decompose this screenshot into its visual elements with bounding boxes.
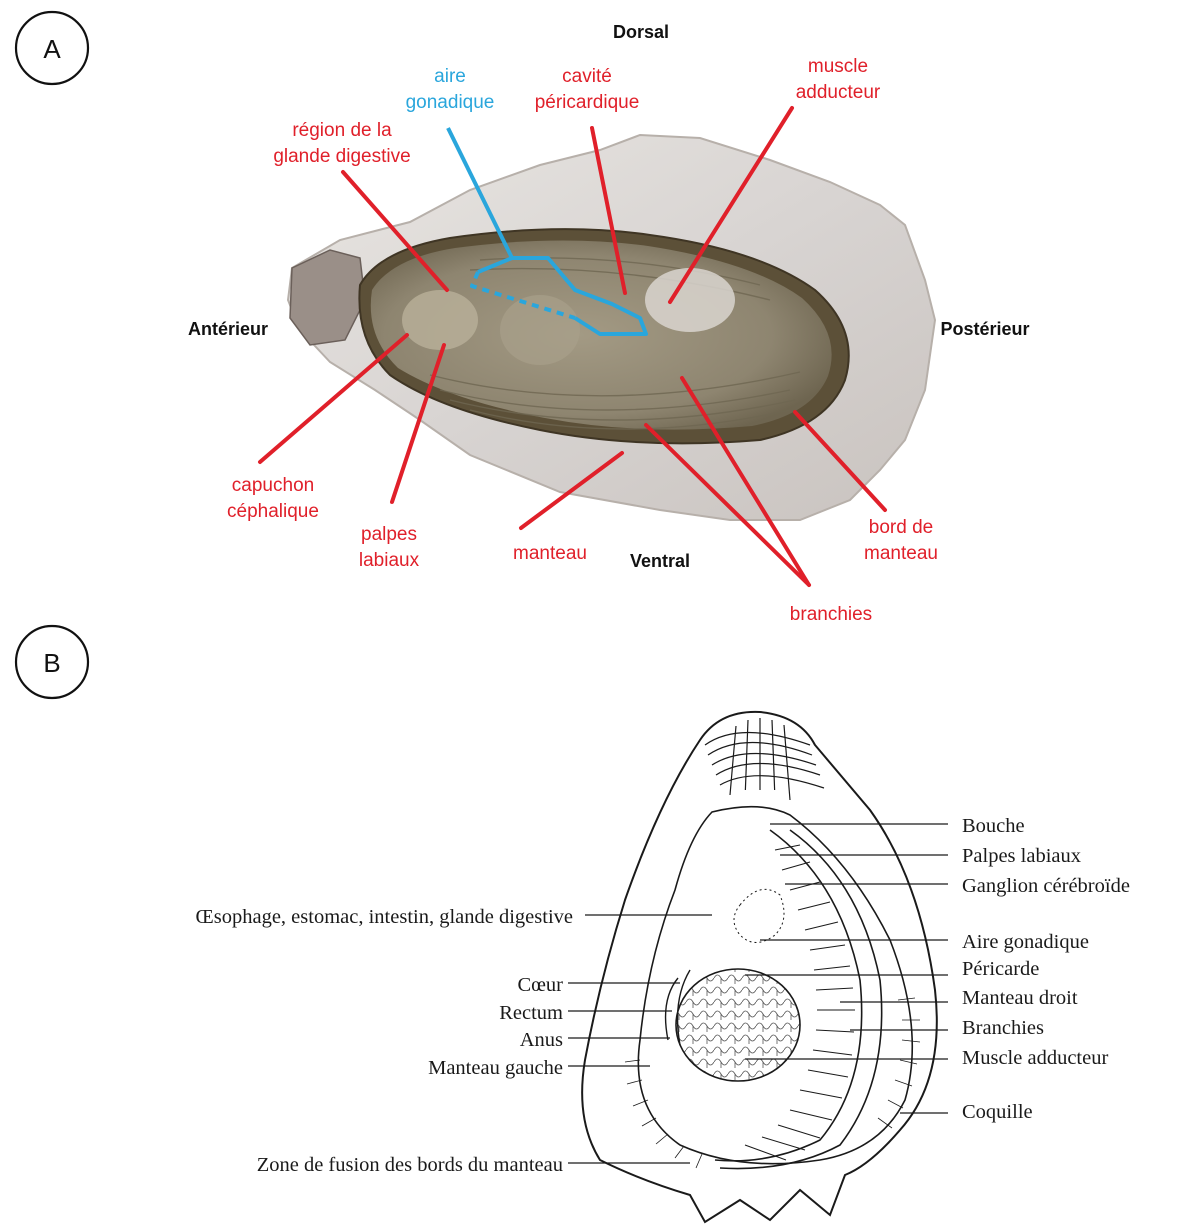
label-mantle-edge-2: manteau [864, 543, 938, 564]
label-right-mantle: Manteau droit [962, 987, 1078, 1009]
panel-a-letter: A [43, 34, 61, 64]
label-pericardial-cavity-2: péricardique [535, 92, 640, 113]
digestive-region [402, 290, 478, 350]
panel-a: A [16, 12, 1030, 625]
label-rectum: Rectum [499, 1002, 563, 1024]
label-heart: Cœur [517, 974, 563, 996]
label-digestive-gland-1: région de la [292, 120, 392, 141]
label-pericardial-cavity-1: cavité [562, 66, 612, 87]
label-mantle: manteau [513, 543, 587, 564]
palp-region [500, 295, 580, 365]
label-fusion-zone: Zone de fusion des bords du manteau [257, 1154, 563, 1176]
panel-a-letter-circle: A [16, 12, 88, 84]
panel-b-letter-circle: B [16, 626, 88, 698]
label-cerebroid-ganglion: Ganglion cérébroïde [962, 875, 1130, 897]
label-anterior: Antérieur [188, 319, 268, 339]
label-gonad-area-1: aire [434, 66, 466, 87]
oyster-drawing [582, 712, 937, 1222]
label-anus: Anus [520, 1029, 563, 1051]
label-mouth: Bouche [962, 815, 1025, 837]
label-gonad-area: Aire gonadique [962, 931, 1089, 953]
label-adductor-muscle-1: muscle [808, 56, 868, 77]
label-digestive: Œsophage, estomac, intestin, glande dige… [196, 906, 573, 928]
label-labial-palps-2: labiaux [359, 550, 420, 571]
label-adductor-muscle-b: Muscle adducteur [962, 1047, 1108, 1069]
adductor-muscle-drawing [676, 969, 800, 1081]
label-labial-palps-1: palpes [361, 524, 417, 545]
panel-b-letter: B [43, 648, 60, 678]
label-cephalic-hood-2: céphalique [227, 501, 319, 522]
label-digestive-gland-2: glande digestive [273, 146, 410, 167]
label-labial-palps: Palpes labiaux [962, 845, 1081, 867]
panel-b: B [16, 626, 1130, 1222]
adductor-muscle-area [645, 268, 735, 332]
label-gills: branchies [790, 604, 872, 625]
label-pericardium: Péricarde [962, 958, 1039, 980]
digestive-mass [734, 889, 784, 942]
label-dorsal: Dorsal [613, 22, 669, 42]
label-ventral: Ventral [630, 551, 690, 571]
label-shell: Coquille [962, 1101, 1033, 1123]
label-gonad-area-2: gonadique [406, 92, 495, 113]
hinge-ridges [705, 718, 824, 800]
label-adductor-muscle-2: adducteur [796, 82, 881, 103]
label-cephalic-hood-1: capuchon [232, 475, 314, 496]
label-mantle-edge-1: bord de [869, 517, 933, 538]
label-gills-b: Branchies [962, 1017, 1044, 1039]
label-left-mantle: Manteau gauche [428, 1057, 563, 1079]
label-posterior: Postérieur [940, 319, 1029, 339]
